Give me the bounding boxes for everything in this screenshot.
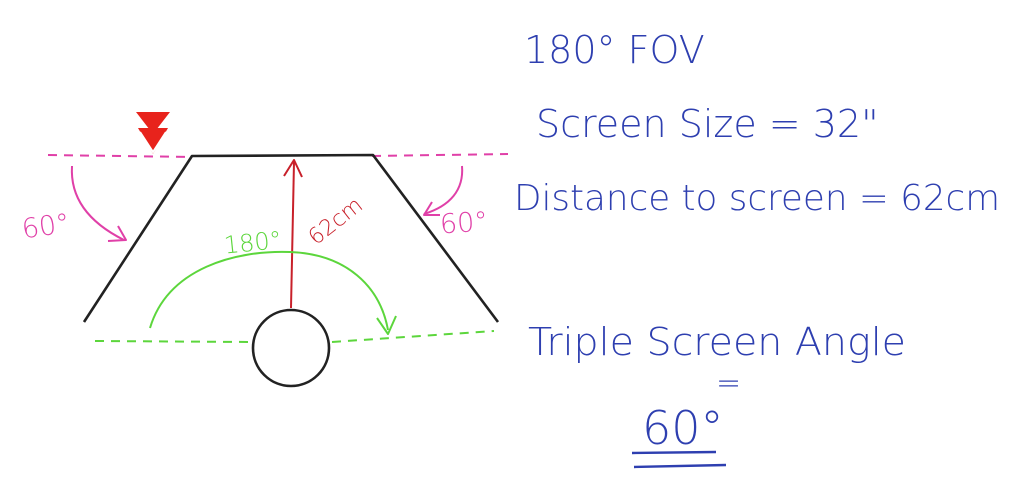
fov-note: 180° FOV (524, 28, 705, 72)
distance-arrow (283, 159, 303, 309)
fov-arc (149, 250, 397, 335)
triple-screens (82, 153, 500, 323)
red-marker-icon (136, 112, 170, 154)
viewer-head (251, 308, 331, 388)
distance-label: 62cm (304, 193, 368, 251)
bottom-right-dashed-line (331, 330, 495, 343)
top-left-dashed-line (47, 154, 193, 158)
left-angle-arrow (70, 165, 127, 242)
triple-title-note: Triple Screen Angle (528, 320, 906, 364)
screen-size-note: Screen Size = 32" (536, 102, 879, 146)
fov-center-label: 180° (223, 226, 283, 260)
result-note: 60° (642, 401, 724, 455)
angle-left-label: 60° (20, 208, 72, 245)
distance-note: Distance to screen = 62cm (514, 178, 1000, 219)
result-underline (631, 450, 727, 469)
right-angle-arrow (423, 165, 464, 216)
top-right-dashed-line (371, 153, 509, 157)
bottom-left-dashed-line (94, 340, 253, 343)
angle-right-label: 60° (439, 206, 489, 240)
equals-note: = (716, 366, 741, 401)
